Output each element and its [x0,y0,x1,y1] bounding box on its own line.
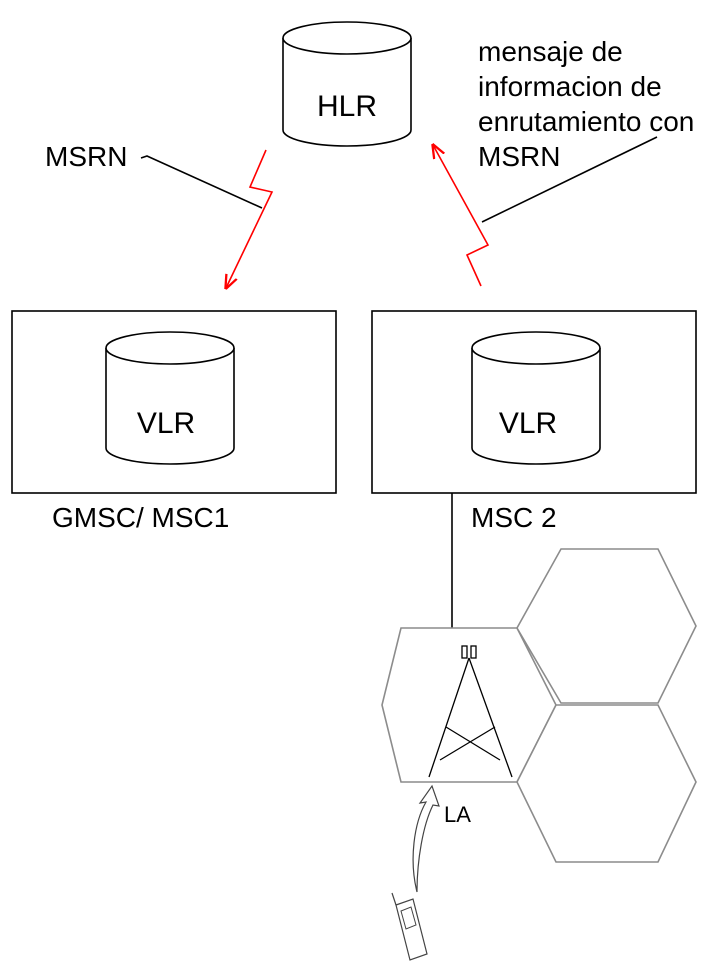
vlr-right-label: VLR [499,407,557,440]
vlr-left-label: VLR [137,407,195,440]
gmsc-msc1-label: GMSC/ MSC1 [52,502,229,533]
msrn-signal-arrow [226,149,274,288]
vlr-right-database: VLR [471,331,601,465]
cell-hexagon-upper-right [516,548,697,704]
curved-up-arrow-icon [412,784,440,893]
msrn-leader-line [140,155,263,209]
msc2-label: MSC 2 [471,502,557,533]
gmsc-msc1-box: VLR [11,310,337,494]
hlr-label: HLR [317,90,377,123]
vlr-left-database: VLR [105,331,235,465]
antenna-tower-icon [428,645,513,778]
routing-message-line-3: enrutamiento con [478,106,694,137]
routing-message-line-2: informacion de [478,71,662,102]
mobile-phone-icon [391,892,428,961]
msc2-box: VLR [371,310,697,494]
msrn-annotation: MSRN [45,141,127,172]
routing-message-line-4: MSRN [478,141,560,172]
cell-hexagon-lower-right [516,704,697,863]
routing-message-leader-line [481,136,658,223]
routing-message-annotation: mensaje de informacion de enrutamiento c… [478,36,702,172]
hlr-database: HLR [282,21,412,147]
routing-message-line-1: mensaje de [478,36,623,67]
routing-signal-arrow [433,145,490,287]
location-area-label: LA [444,802,471,827]
